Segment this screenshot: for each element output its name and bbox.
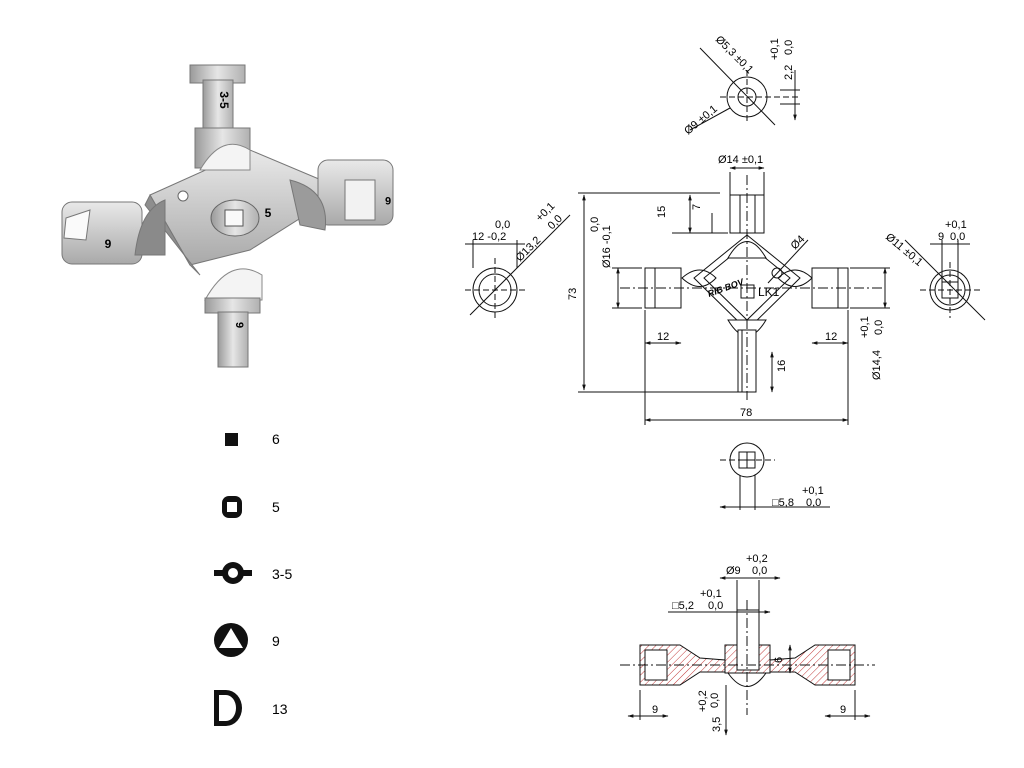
front-stem-dia: Ø14 ±0,1 [718,154,763,166]
bottom-sq-hi: +0,1 [802,485,824,497]
top-dia53: Ø5,3 ±0,1 [713,34,756,77]
legend-label-2: 3-5 [272,566,292,582]
iso-center-label: 5 [265,206,272,220]
front-dia144-lo: 0,0 [873,320,885,335]
top-depth: 2,2 [783,65,795,80]
front-dia144: Ø14,4 [871,350,883,380]
iso-left-triangle [63,209,91,241]
front-width-78: 78 [740,407,752,419]
iso-right-lobe [289,179,327,231]
winged-ring-icon [214,562,252,584]
top-view [689,47,800,131]
iso-bottom-stem [217,311,249,368]
right-w9: 9 [938,231,944,243]
iso-bottom-lobe [204,268,263,301]
iso-right-label: 6 [385,194,391,206]
left-dia132: Ø13,2 [514,234,544,264]
front-view [578,166,890,425]
left-w12: 12 -0,2 [472,231,506,243]
legend-label-3: 9 [272,633,280,649]
front-w12-right: 12 [825,331,837,343]
front-w12-left: 12 [657,331,669,343]
front-height-73: 73 [567,288,579,300]
front-k1-label: LK1 [758,285,780,299]
iso-right-slot [344,179,376,221]
iso-key-render: 3-5 6 9 5 9 [61,64,394,368]
section-view [620,576,875,736]
iso-bottom-label: 9 [233,322,245,328]
section-h35: 3,5 [711,717,723,732]
top-tol-hi: +0,1 [769,38,781,60]
front-dia144-hi: +0,1 [859,316,871,338]
front-dia16: Ø16 -0,1 [601,225,613,268]
section-w9-right: 9 [840,704,846,716]
iso-bottom-collar [204,297,261,314]
bottom-sq: □5,8 [772,497,794,509]
left-w12-hi: 0,0 [495,219,510,231]
legend-label-1: 5 [272,499,280,515]
front-w16: 16 [776,360,788,372]
front-d4: Ø4 [789,233,808,252]
right-w9-lo: 0,0 [950,231,965,243]
legend-label-0: 6 [272,431,280,447]
d-ring-icon [214,690,242,726]
triangle-ring-icon [214,623,248,657]
top-outer-dia: Ø9 ±0,1 [682,103,720,137]
front-h15: 15 [656,206,668,218]
section-dia9-lo: 0,0 [752,565,767,577]
section-sq52: □5,2 [672,600,694,612]
bottom-view [719,442,830,510]
right-w9-hi: +0,1 [945,219,967,231]
iso-center-square [224,209,244,227]
section-h35-lo: 0,0 [709,693,721,708]
left-view [465,214,571,320]
iso-left-label: 9 [105,237,112,251]
section-w9-left: 9 [652,704,658,716]
section-dia9-hi: +0,2 [746,553,768,565]
iso-left-lobe [134,199,166,256]
square-ring-icon [222,496,242,518]
top-tol-lo: 0,0 [783,40,795,55]
section-h6: 6 [773,657,785,663]
front-dia16-hi: 0,0 [589,217,601,232]
legend-label-4: 13 [272,701,288,717]
iso-plate-hole [177,190,189,202]
iso-top-lobe [199,143,251,171]
section-dia9: Ø9 [726,565,741,577]
right-dia11: Ø11 ±0,1 [883,231,925,269]
section-sq52-lo: 0,0 [708,600,723,612]
front-h7: 7 [691,204,703,210]
section-h35-hi: +0,2 [697,690,709,712]
legend: 6 5 3-5 9 13 [214,431,292,726]
bottom-sq-lo: 0,0 [806,497,821,509]
iso-top-label: 3-5 [217,91,231,109]
section-sq52-hi: +0,1 [700,588,722,600]
right-view [904,239,986,321]
filled-square-icon [225,433,238,446]
